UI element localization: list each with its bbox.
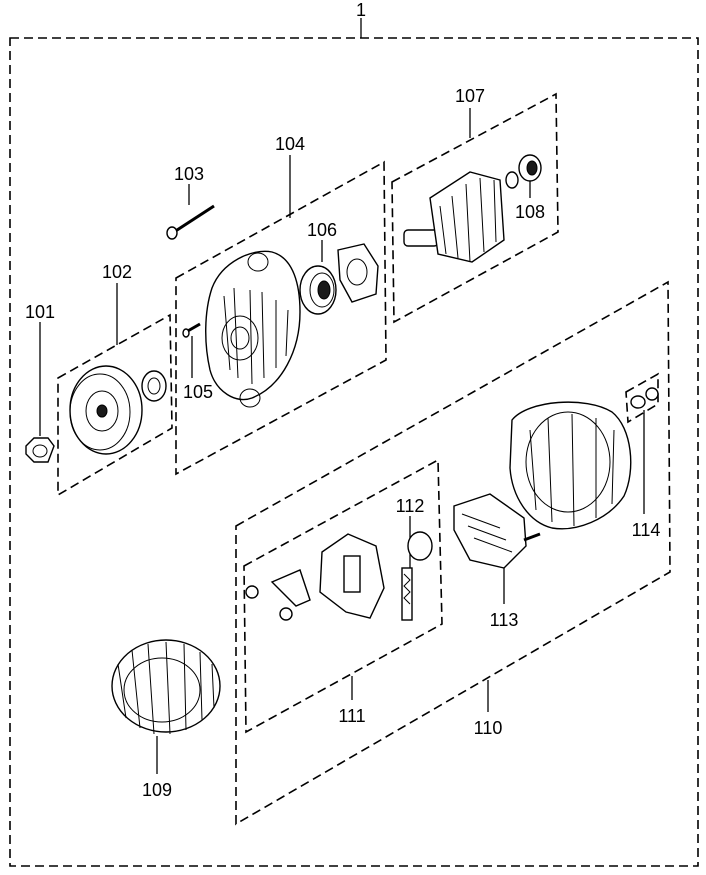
callout-111: 111 [338,706,365,726]
callout-101: 101 [25,302,55,322]
group-box-110 [235,280,671,826]
leader-lines [39,18,645,774]
bolt-103 [166,204,215,240]
screw-105 [182,322,201,338]
callout-107: 107 [455,86,485,106]
brush-112 [401,531,433,621]
regulator-111 [245,533,385,621]
rotor-107 [403,171,505,263]
group-box-102 [57,313,173,497]
front-housing-104 [205,250,301,408]
callout-114: 114 [632,520,661,540]
callout-1: 1 [356,0,366,20]
callout-109: 109 [142,780,172,800]
group-box-104 [175,160,387,476]
bearing-106 [299,265,337,315]
callout-103: 103 [174,164,204,184]
rear-housing-110 [509,401,632,530]
group-box-111 [243,458,443,734]
rectifier-113 [453,493,541,569]
retainer-plate-106 [337,243,379,303]
stator-109 [111,639,221,735]
callout-108: 108 [515,202,545,222]
callout-104: 104 [275,134,305,154]
callout-105: 105 [183,382,213,402]
bearing-108 [505,154,542,189]
group-box-107 [391,92,559,324]
callout-110: 110 [474,718,503,738]
pulley-102 [69,365,143,455]
assembly-frame [9,37,699,867]
callout-102: 102 [102,262,132,282]
spacer-102 [141,370,167,402]
callout-106: 106 [307,220,337,240]
callout-113: 113 [490,610,519,630]
callout-112: 112 [396,496,425,516]
nuts-114 [630,387,659,409]
hex-nut-101 [25,437,55,463]
